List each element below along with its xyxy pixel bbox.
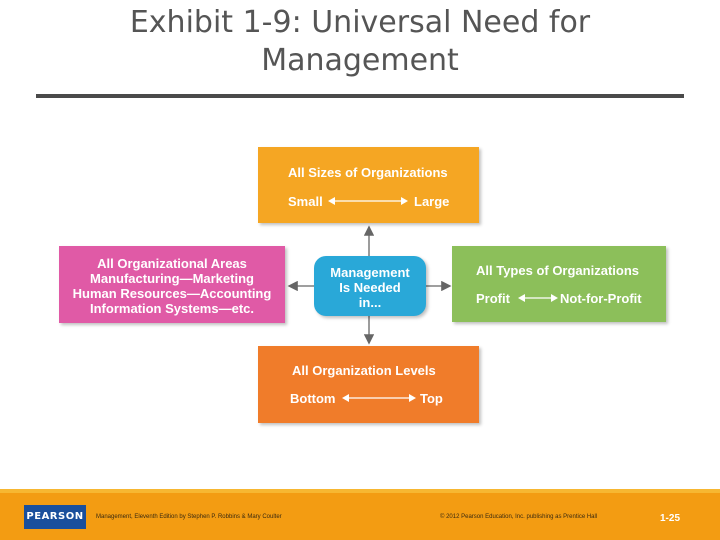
page-number: 1-25 [660, 513, 681, 524]
levels-left-label: Bottom [290, 391, 336, 406]
areas-line4: Information Systems—etc. [90, 301, 254, 316]
slide-title: Exhibit 1-9: Universal Need for Manageme… [60, 4, 660, 80]
levels-box: All Organization Levels Bottom Top [258, 346, 479, 423]
footer-stripe [0, 489, 720, 493]
areas-line2: Manufacturing—Marketing [90, 271, 254, 286]
center-line1: Management [330, 265, 410, 280]
types-double-arrow [518, 294, 558, 302]
title-divider [36, 94, 684, 98]
footer-book-credit: Management, Eleventh Edition by Stephen … [96, 514, 282, 520]
sizes-double-arrow [328, 197, 408, 205]
sizes-heading: All Sizes of Organizations [288, 165, 448, 180]
types-right-label: Not-for-Profit [560, 291, 642, 306]
sizes-right-label: Large [414, 194, 450, 209]
sizes-box: All Sizes of Organizations Small Large [258, 147, 479, 223]
center-line3: in... [358, 295, 382, 310]
center-management-box: Management Is Needed in... [314, 256, 426, 316]
levels-right-label: Top [420, 391, 443, 406]
levels-heading: All Organization Levels [292, 363, 436, 378]
types-box: All Types of Organizations Profit Not-fo… [452, 246, 666, 322]
center-line2: Is Needed [339, 280, 401, 295]
pearson-logo: PEARSON [24, 505, 86, 529]
areas-line3: Human Resources—Accounting [72, 286, 272, 301]
slide-title-line2: Management [261, 43, 459, 78]
types-heading: All Types of Organizations [476, 263, 640, 278]
sizes-left-label: Small [288, 194, 323, 209]
areas-line1: All Organizational Areas [97, 256, 247, 271]
slide-title-line1: Exhibit 1-9: Universal Need for [129, 5, 591, 40]
types-left-label: Profit [476, 291, 510, 306]
areas-box: All Organizational Areas Manufacturing—M… [59, 246, 285, 323]
levels-double-arrow [342, 394, 416, 402]
footer-copyright: © 2012 Pearson Education, Inc. publishin… [440, 514, 598, 520]
footer-bar [0, 489, 720, 540]
